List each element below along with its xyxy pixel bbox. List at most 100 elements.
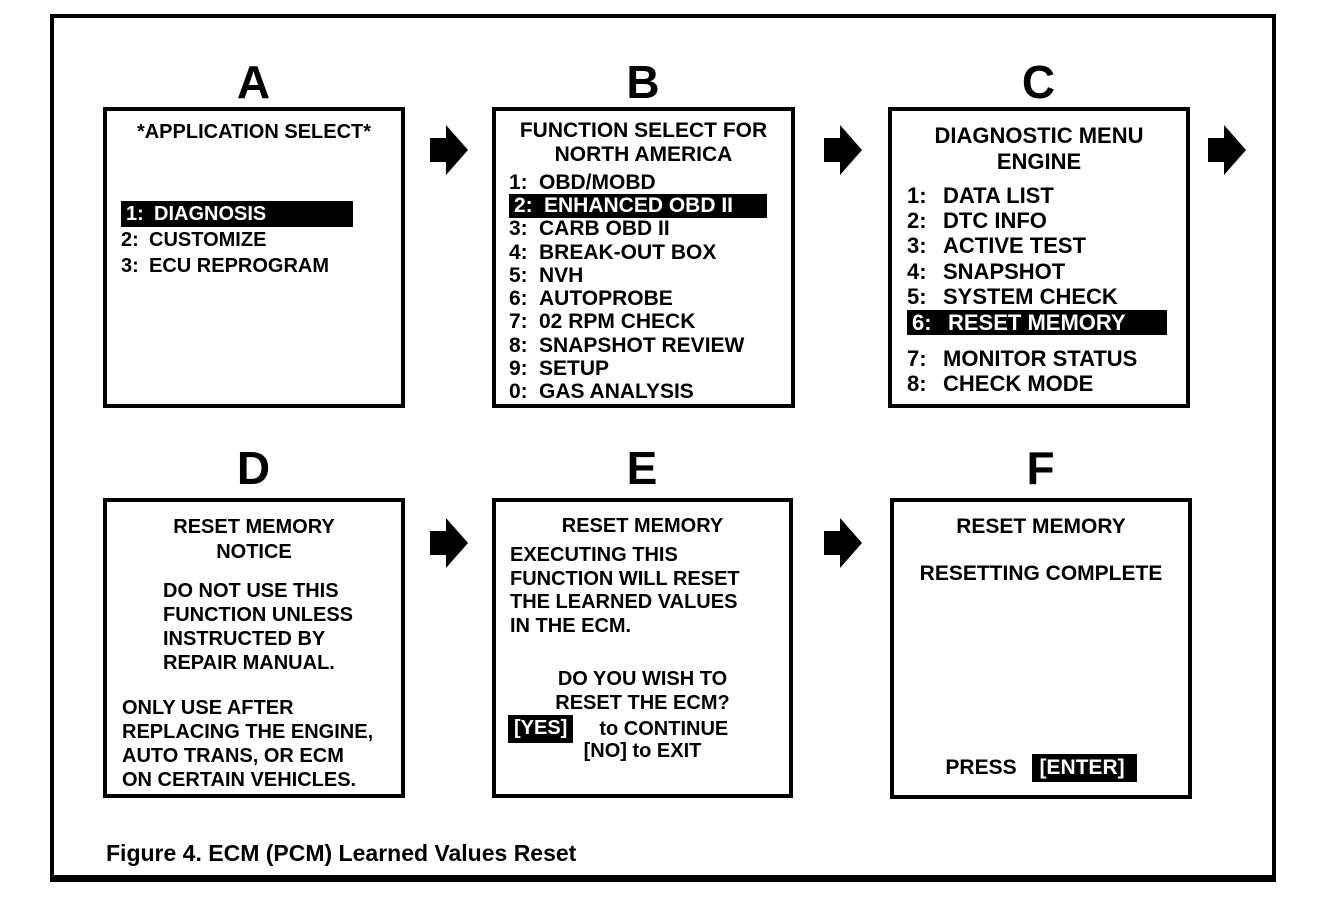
confirm-body-text: EXECUTING THIS FUNCTION WILL RESET THE L…	[510, 544, 740, 638]
yes-key-badge: [YES]	[508, 715, 574, 743]
arrow-right-icon	[430, 125, 468, 175]
menu-item-label: NVH	[539, 263, 584, 287]
arrow-right-icon	[824, 125, 862, 175]
notice-line: AUTO TRANS, OR ECM	[122, 745, 344, 767]
menu-item-selected: 6: RESET MEMORY	[907, 309, 1167, 336]
menu-item-number: 0:	[509, 380, 528, 404]
notice-paragraph-1: DO NOT USE THIS FUNCTION UNLESS INSTRUCT…	[163, 579, 353, 675]
menu-item: 4: BREAK-OUT BOX	[509, 241, 767, 264]
body-line: FUNCTION WILL RESET	[510, 567, 740, 590]
menu-item-label: SETUP	[539, 357, 610, 381]
menu-item-number: 2:	[121, 228, 139, 251]
menu-item-label: SYSTEM CHECK	[943, 284, 1118, 310]
notice-line: REPAIR MANUAL.	[163, 652, 335, 674]
menu-item-number: 3:	[907, 233, 927, 259]
menu-item: 1: DATA LIST	[907, 183, 1167, 208]
menu-item-number: 1:	[907, 182, 927, 208]
menu-item: 8: CHECK MODE	[907, 371, 1167, 397]
question-line: DO YOU WISH TO	[557, 668, 728, 690]
menu-item-number: 2:	[514, 193, 533, 217]
menu-item-number: 8:	[907, 371, 927, 397]
panel-c-label: C	[1021, 56, 1057, 108]
menu-item-number: 1:	[509, 170, 528, 194]
menu-item-number: 7:	[509, 310, 528, 334]
menu-item: 8: SNAPSHOT REVIEW	[509, 334, 767, 357]
panel-f-label: F	[1026, 442, 1056, 494]
arrow-right-icon	[1208, 125, 1246, 175]
menu-item-number: 1:	[126, 202, 144, 225]
menu-item-number: 5:	[907, 284, 927, 310]
panel-e-label: E	[626, 442, 659, 494]
menu-item: 6: AUTOPROBE	[509, 287, 767, 310]
screen-title-line1: DIAGNOSTIC MENU	[934, 123, 1144, 148]
menu-item-number: 6:	[912, 309, 932, 335]
screen-panel-b-function-select: FUNCTION SELECT FOR NORTH AMERICA 1: OBD…	[492, 107, 795, 408]
enter-key-badge: [ENTER]	[1032, 754, 1137, 782]
question-line: RESET THE ECM?	[555, 691, 730, 714]
notice-line: ONLY USE AFTER	[122, 697, 294, 719]
menu-item: 2: DTC INFO	[907, 208, 1167, 233]
menu-item-selected: 1: DIAGNOSIS	[121, 201, 353, 227]
press-enter-line: PRESS [ENTER]	[894, 754, 1188, 782]
menu-item-number: 9:	[509, 357, 528, 381]
menu-item-label: SNAPSHOT	[943, 258, 1066, 284]
menu-item-number: 3:	[121, 254, 139, 277]
menu-item-label: DIAGNOSIS	[154, 202, 267, 225]
menu-item-label: ENHANCED OBD II	[544, 193, 734, 217]
yes-option-line: [YES] to CONTINUE	[508, 715, 728, 743]
menu-item: 4: SNAPSHOT	[907, 259, 1167, 284]
arrow-right-icon	[824, 518, 862, 568]
body-line: IN THE ECM.	[510, 614, 632, 637]
menu-item-label: RESET MEMORY	[948, 309, 1126, 335]
body-line: EXECUTING THIS	[510, 544, 678, 566]
menu-item-label: DTC INFO	[943, 208, 1047, 234]
panel-d-label: D	[236, 442, 272, 494]
menu-item-number: 8:	[509, 333, 528, 357]
panel-b-label: B	[626, 56, 661, 108]
screen-title-line1: FUNCTION SELECT FOR	[519, 119, 768, 142]
menu-item-number: 3:	[509, 217, 528, 241]
screen-panel-e-reset-confirm: RESET MEMORY EXECUTING THIS FUNCTION WIL…	[492, 498, 793, 798]
menu-list: 1: DATA LIST 2: DTC INFO 3: ACTIVE TEST …	[907, 183, 1167, 397]
screen-panel-a-application-select: *APPLICATION SELECT* 1: DIAGNOSIS 2: CUS…	[103, 107, 405, 408]
body-line: THE LEARNED VALUES	[510, 591, 738, 613]
menu-item-label: DATA LIST	[943, 182, 1054, 208]
notice-line: REPLACING THE ENGINE,	[122, 721, 374, 743]
menu-item: 2: CUSTOMIZE	[121, 227, 353, 253]
screen-title-line2: NORTH AMERICA	[554, 143, 733, 166]
menu-item-number: 4:	[907, 258, 927, 284]
notice-line: INSTRUCTED BY	[163, 628, 326, 650]
screen-title: RESET MEMORY	[956, 515, 1126, 538]
screen-title-line2: ENGINE	[996, 149, 1082, 174]
screen-panel-f-reset-complete: RESET MEMORY RESETTING COMPLETE PRESS [E…	[890, 498, 1192, 799]
figure-caption: Figure 4. ECM (PCM) Learned Values Reset	[106, 840, 577, 866]
menu-item-label: AUTOPROBE	[539, 287, 673, 311]
menu-item: 9: SETUP	[509, 357, 767, 380]
menu-list: 1: DIAGNOSIS 2: CUSTOMIZE 3: ECU REPROGR…	[121, 201, 353, 279]
menu-item-label: CUSTOMIZE	[149, 228, 267, 251]
press-label: PRESS	[945, 756, 1017, 779]
menu-item: 5: NVH	[509, 264, 767, 287]
screen-title: *APPLICATION SELECT*	[136, 121, 372, 143]
screen-title: RESET MEMORY NOTICE	[107, 515, 401, 565]
notice-line: DO NOT USE THIS	[163, 580, 339, 602]
yes-option-text: to CONTINUE	[599, 717, 729, 740]
menu-item: 1: OBD/MOBD	[509, 171, 767, 194]
menu-item-label: ACTIVE TEST	[943, 233, 1087, 259]
screen-panel-c-diagnostic-menu: DIAGNOSTIC MENU ENGINE 1: DATA LIST 2: D…	[888, 107, 1190, 408]
menu-item-number: 6:	[509, 287, 528, 311]
panel-a-label: A	[236, 56, 272, 108]
menu-item-selected: 2: ENHANCED OBD II	[509, 193, 767, 218]
screen-title: RESET MEMORY	[561, 515, 724, 537]
screen-title: DIAGNOSTIC MENU ENGINE	[892, 123, 1186, 175]
menu-item: 0: GAS ANALYSIS	[509, 380, 767, 404]
screen-panel-d-reset-memory-notice: RESET MEMORY NOTICE DO NOT USE THIS FUNC…	[103, 498, 405, 798]
menu-item: 5: SYSTEM CHECK	[907, 284, 1167, 310]
menu-item-label: CARB OBD II	[539, 217, 670, 241]
menu-item: 7: 02 RPM CHECK	[509, 310, 767, 334]
notice-line: FUNCTION UNLESS	[163, 604, 353, 626]
menu-item-label: BREAK-OUT BOX	[539, 240, 717, 264]
menu-item: 3: CARB OBD II	[509, 217, 767, 241]
menu-item-number: 7:	[907, 346, 927, 372]
